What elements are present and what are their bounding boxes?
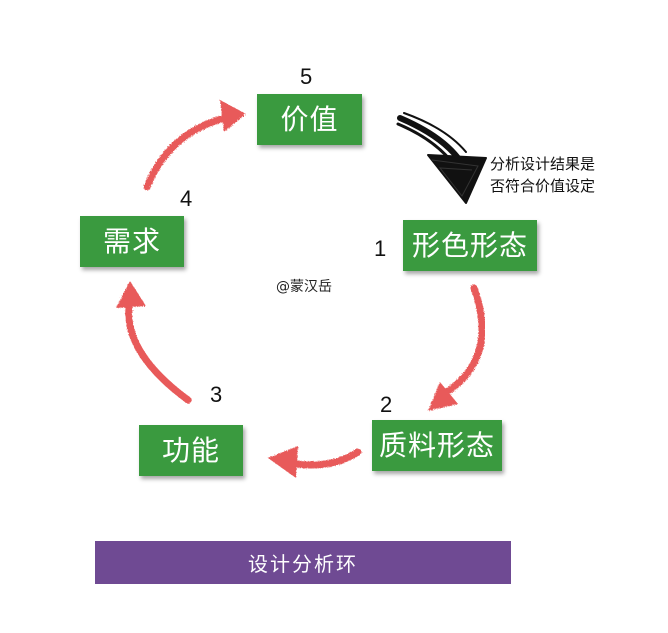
node-function-label: 功能 [161, 433, 220, 467]
node-function: 功能 [139, 425, 243, 476]
node-material-label: 质料形态 [378, 428, 495, 462]
arrow-function-to-demand [116, 281, 192, 404]
node-number-1: 1 [374, 236, 387, 261]
node-number-2: 2 [380, 392, 393, 417]
annotation-line-1: 分析设计结果是 [490, 155, 596, 173]
arrow-demand-to-value [143, 100, 246, 191]
node-form-color: 形色形态 [403, 220, 537, 271]
node-value-label: 价值 [280, 102, 339, 136]
author-watermark: @蒙汉岳 [276, 279, 332, 295]
node-form-color-label: 形色形态 [411, 228, 528, 262]
annotation-line-2: 否符合价值设定 [490, 177, 596, 195]
node-material: 质料形态 [372, 420, 502, 471]
annotation-text: 分析设计结果是 否符合价值设定 [490, 153, 595, 197]
node-demand: 需求 [80, 216, 184, 267]
node-demand-label: 需求 [102, 224, 161, 258]
diagram-title-banner: 设计分析环 [95, 541, 511, 584]
diagram-title: 设计分析环 [248, 552, 358, 576]
arrow-form-to-material [428, 284, 486, 411]
arrow-material-to-function [268, 446, 362, 478]
node-value: 价值 [257, 94, 362, 145]
arrow-value-to-form [396, 112, 487, 204]
node-number-3: 3 [210, 382, 223, 407]
node-number-5: 5 [300, 64, 313, 89]
node-number-4: 4 [180, 186, 193, 211]
